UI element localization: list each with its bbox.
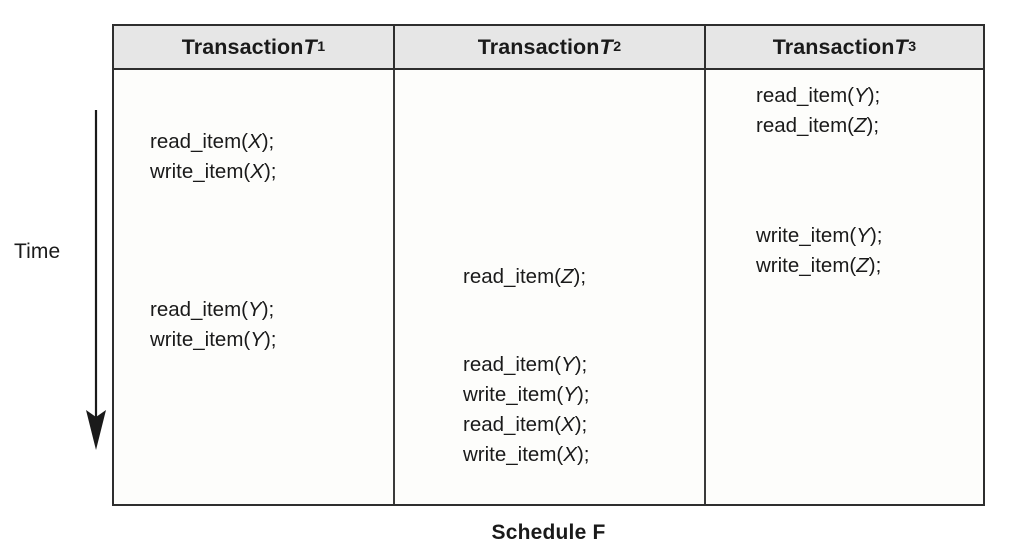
operation-name: read_item( bbox=[150, 298, 248, 321]
operation-terminator: ); bbox=[576, 383, 590, 406]
operation-block: read_item(Z); bbox=[463, 262, 586, 292]
table-body: read_item(X);write_item(X); read_item(Y)… bbox=[114, 70, 983, 504]
operation-variable: Y bbox=[561, 353, 575, 376]
operation-line: read_item(Z); bbox=[756, 111, 880, 141]
column-header-t2-symbol: T bbox=[599, 34, 613, 59]
operation-name: write_item( bbox=[756, 224, 857, 247]
operation-line: write_item(Z); bbox=[756, 251, 882, 281]
operation-name: read_item( bbox=[463, 265, 561, 288]
column-header-t1-text: Transaction bbox=[181, 34, 304, 59]
operation-variable: Z bbox=[854, 114, 867, 137]
operation-line: read_item(Y); bbox=[756, 81, 880, 111]
time-axis-label: Time bbox=[14, 240, 61, 263]
operation-block: read_item(Y);write_item(Y);read_item(X);… bbox=[463, 350, 589, 470]
operation-name: read_item( bbox=[463, 353, 561, 376]
operation-terminator: ); bbox=[263, 160, 277, 183]
operation-line: read_item(X); bbox=[463, 410, 589, 440]
operation-name: read_item( bbox=[463, 413, 561, 436]
operation-block: read_item(X);write_item(X); bbox=[150, 127, 276, 187]
operation-terminator: ); bbox=[869, 224, 883, 247]
operation-variable: Z bbox=[856, 254, 869, 277]
operation-line: read_item(Z); bbox=[463, 262, 586, 292]
operation-line: write_item(Y); bbox=[463, 380, 589, 410]
operation-variable: Y bbox=[854, 84, 868, 107]
operation-name: write_item( bbox=[463, 443, 564, 466]
operation-name: read_item( bbox=[756, 84, 854, 107]
operation-name: write_item( bbox=[463, 383, 564, 406]
operation-name: write_item( bbox=[756, 254, 857, 277]
column-header-t2-text: Transaction bbox=[477, 34, 600, 59]
operation-terminator: ); bbox=[573, 265, 587, 288]
operation-line: read_item(Y); bbox=[150, 295, 276, 325]
operation-terminator: ); bbox=[263, 328, 277, 351]
operation-terminator: ); bbox=[867, 84, 881, 107]
operation-line: read_item(Y); bbox=[463, 350, 589, 380]
operation-terminator: ); bbox=[261, 130, 275, 153]
operation-block: read_item(Y);read_item(Z); bbox=[756, 81, 880, 141]
transaction-column-t2: read_item(Z); read_item(Y);write_item(Y)… bbox=[395, 70, 706, 504]
operation-line: write_item(Y); bbox=[756, 221, 882, 251]
operation-terminator: ); bbox=[868, 254, 882, 277]
column-header-t1-symbol: T bbox=[303, 34, 317, 59]
transaction-column-t1: read_item(X);write_item(X); read_item(Y)… bbox=[114, 70, 395, 504]
figure-caption: Schedule F bbox=[491, 521, 606, 544]
transaction-column-t3: read_item(Y);read_item(Z); write_item(Y)… bbox=[706, 70, 983, 504]
operation-variable: X bbox=[563, 443, 577, 466]
operation-variable: X bbox=[248, 130, 262, 153]
operation-terminator: ); bbox=[576, 443, 590, 466]
time-axis: Time bbox=[0, 0, 112, 558]
operation-block: write_item(Y);write_item(Z); bbox=[756, 221, 882, 281]
operation-variable: X bbox=[250, 160, 264, 183]
operation-variable: Y bbox=[250, 328, 264, 351]
operation-terminator: ); bbox=[866, 114, 880, 137]
operation-name: write_item( bbox=[150, 328, 251, 351]
column-header-t2-subscript: 2 bbox=[613, 39, 622, 55]
operation-terminator: ); bbox=[261, 298, 275, 321]
operation-name: read_item( bbox=[150, 130, 248, 153]
operation-block: read_item(Y);write_item(Y); bbox=[150, 295, 276, 355]
operation-line: write_item(X); bbox=[150, 157, 276, 187]
operation-variable: Y bbox=[563, 383, 577, 406]
operation-name: write_item( bbox=[150, 160, 251, 183]
operation-name: read_item( bbox=[756, 114, 854, 137]
operation-line: read_item(X); bbox=[150, 127, 276, 157]
column-header-t1-subscript: 1 bbox=[317, 39, 326, 55]
column-header-t3-symbol: T bbox=[894, 34, 908, 59]
operation-line: write_item(X); bbox=[463, 440, 589, 470]
operation-terminator: ); bbox=[574, 353, 588, 376]
operation-variable: Y bbox=[856, 224, 870, 247]
operation-variable: X bbox=[561, 413, 575, 436]
down-arrow-icon bbox=[78, 110, 114, 455]
operation-terminator: ); bbox=[574, 413, 588, 436]
operation-variable: Z bbox=[561, 265, 574, 288]
column-header-t3-subscript: 3 bbox=[908, 39, 917, 55]
operation-line: write_item(Y); bbox=[150, 325, 276, 355]
column-header-t3-text: Transaction bbox=[772, 34, 895, 59]
operation-variable: Y bbox=[248, 298, 262, 321]
